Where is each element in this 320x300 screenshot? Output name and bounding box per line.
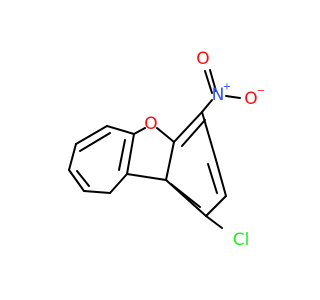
bond xyxy=(126,133,135,175)
bonds xyxy=(68,69,241,229)
bond xyxy=(109,173,128,194)
bond xyxy=(209,69,217,92)
bond xyxy=(83,190,111,194)
ring-oxygen-label: O xyxy=(144,114,157,134)
nitro-oxygen-top-label: O xyxy=(196,49,209,69)
bond xyxy=(156,127,175,143)
bond xyxy=(205,195,227,217)
chlorine-label: Cl xyxy=(233,230,250,250)
bond xyxy=(68,143,77,171)
bond xyxy=(68,169,85,192)
bond xyxy=(118,139,126,171)
nitro-oxygen-right-label: O xyxy=(244,89,257,109)
bond xyxy=(106,125,135,135)
bond xyxy=(165,141,175,181)
bond xyxy=(207,163,218,194)
bond xyxy=(170,183,201,208)
dibenzofuran-structure: O N + O O − Cl xyxy=(68,49,265,250)
bond xyxy=(75,125,108,145)
bond xyxy=(133,127,146,135)
bond xyxy=(126,173,167,181)
bond xyxy=(215,159,227,197)
bond xyxy=(225,95,241,99)
bond xyxy=(79,132,111,152)
bond xyxy=(76,170,90,187)
bond xyxy=(201,99,213,113)
bond xyxy=(173,111,203,143)
nitro-nitrogen-label: N xyxy=(212,85,225,105)
bond xyxy=(205,215,223,229)
bond xyxy=(204,70,213,94)
nitrogen-charge-label: + xyxy=(223,82,231,93)
bond xyxy=(201,111,217,161)
oxygen-charge-label: − xyxy=(257,86,265,97)
bond xyxy=(181,119,206,147)
